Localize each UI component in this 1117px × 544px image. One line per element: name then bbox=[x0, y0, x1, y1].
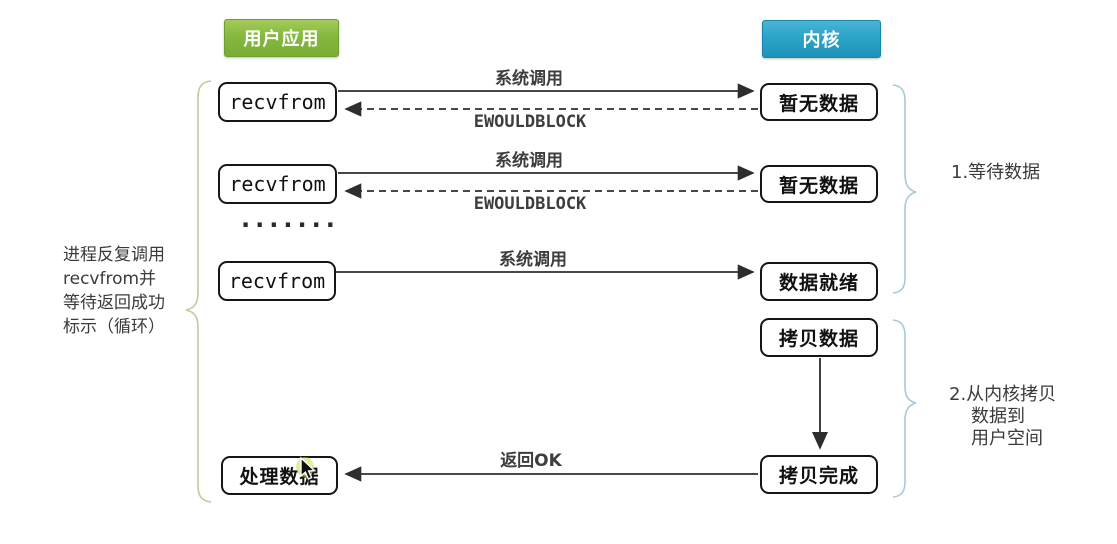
repeat-ellipsis: ······· bbox=[241, 211, 340, 239]
step2-line-3: 用户空间 bbox=[971, 428, 1043, 449]
loop-note-line-4: 标示（循环） bbox=[63, 317, 165, 337]
step1-wait-data-label: 1.等待数据 bbox=[951, 162, 1041, 183]
recvfrom-box-2: recvfrom bbox=[218, 164, 337, 204]
loop-note-line-3: 等待返回成功 bbox=[63, 293, 165, 313]
kernel-header: 内核 bbox=[762, 20, 881, 58]
data-ready-box: 数据就绪 bbox=[760, 262, 878, 301]
ewouldblock-label-2: EWOULDBLOCK bbox=[473, 194, 587, 214]
syscall-label-2: 系统调用 bbox=[495, 151, 563, 171]
step2-line-1: 2.从内核拷贝 bbox=[949, 384, 1057, 405]
loop-note-line-2: recvfrom并 bbox=[63, 269, 157, 289]
user-app-header: 用户应用 bbox=[224, 19, 339, 57]
loop-note: 进程反复调用 recvfrom并 等待返回成功 标示（循环） bbox=[63, 243, 165, 339]
no-data-box-2: 暂无数据 bbox=[760, 165, 878, 203]
recvfrom-box-1: recvfrom bbox=[218, 82, 337, 122]
process-data-box: 处理数据 bbox=[221, 456, 338, 495]
mouse-cursor-icon bbox=[296, 456, 317, 480]
wait-data-brace bbox=[892, 84, 917, 294]
step2-line-2: 数据到 bbox=[971, 406, 1025, 427]
syscall-label-3: 系统调用 bbox=[499, 250, 567, 270]
left-loop-brace bbox=[185, 80, 212, 503]
syscall-label-1: 系统调用 bbox=[495, 69, 563, 89]
copy-done-box: 拷贝完成 bbox=[760, 455, 878, 494]
loop-note-line-1: 进程反复调用 bbox=[63, 245, 165, 265]
copy-data-box: 拷贝数据 bbox=[760, 318, 878, 357]
ewouldblock-label-1: EWOULDBLOCK bbox=[473, 112, 587, 132]
return-ok-label: 返回OK bbox=[500, 451, 562, 471]
step2-copy-label: 2.从内核拷贝 数据到 用户空间 bbox=[949, 384, 1056, 450]
copy-data-brace bbox=[892, 319, 917, 498]
recvfrom-box-3: recvfrom bbox=[218, 261, 336, 301]
no-data-box-1: 暂无数据 bbox=[760, 83, 878, 121]
